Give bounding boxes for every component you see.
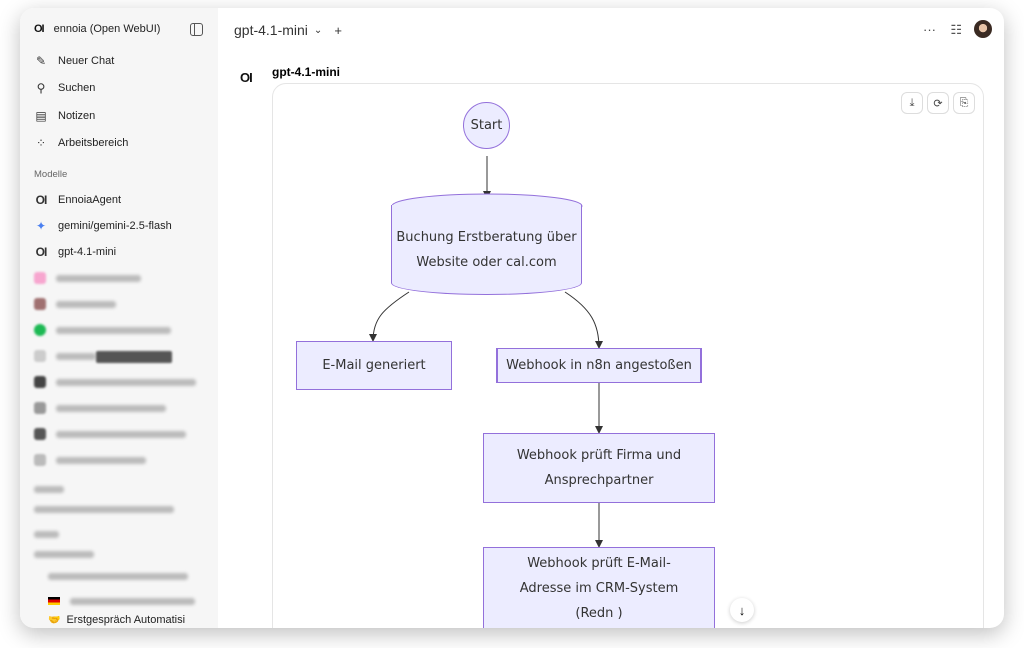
gemini-sparkle-icon: ✦ [35, 219, 47, 233]
app-window: OI ennoia (Open WebUI) ✎ Neuer Chat ⚲ Such… [20, 8, 1004, 628]
controls-sliders-icon[interactable]: ☷ [950, 22, 962, 37]
chat-item-blurred[interactable] [48, 597, 195, 605]
handshake-emoji-icon: 🤝 [48, 614, 61, 626]
model-item-blurred[interactable] [34, 298, 116, 310]
node-label: E-Mail generiert [322, 358, 426, 373]
model-item-blurred[interactable] [34, 402, 166, 414]
model-item[interactable]: OI gpt-4.1-mini [34, 245, 116, 259]
nav-label: Arbeitsbereich [58, 137, 129, 149]
edge [564, 291, 603, 349]
node-email-generated: E-Mail generiert [296, 341, 452, 390]
model-avatar-icon: OI [240, 70, 253, 85]
message-model-name: gpt-4.1-mini [272, 65, 340, 79]
section-header-blurred [34, 531, 59, 538]
node-label: Adresse im CRM-System [519, 581, 679, 596]
more-icon[interactable]: ··· [923, 22, 936, 37]
model-label: gemini/gemini-2.5-flash [58, 220, 172, 232]
download-icon[interactable]: ⤓ [901, 92, 923, 114]
nav-label: Suchen [58, 82, 96, 94]
model-selector[interactable]: gpt-4.1-mini ⌄ + [234, 22, 342, 38]
model-item-blurred[interactable] [34, 454, 146, 466]
search-icon: ⚲ [36, 81, 46, 95]
chevron-down-icon: ⌄ [313, 24, 323, 36]
section-header-blurred [34, 486, 64, 493]
node-label: Start [470, 118, 503, 133]
model-item[interactable]: ✦ gemini/gemini-2.5-flash [34, 219, 172, 233]
node-label: (Redn ) [575, 606, 623, 621]
node-label: Webhook prüft E-Mail- [527, 556, 671, 571]
pencil-square-icon: ✎ [35, 54, 47, 68]
model-item-blurred[interactable] [34, 272, 141, 284]
refresh-icon[interactable]: ⟳ [927, 92, 949, 114]
nav-workspace[interactable]: ⁘ Arbeitsbereich [34, 136, 128, 150]
node-label: Ansprechpartner [544, 473, 654, 488]
node-webhook-triggered: Webhook in n8n angestoßen [496, 348, 702, 383]
nav-label: Notizen [58, 110, 96, 122]
chat-item[interactable]: 🤝 Erstgespräch Automatisi [48, 614, 185, 626]
workspace-header[interactable]: OI ennoia (Open WebUI) [34, 23, 160, 35]
node-label: Webhook prüft Firma und [516, 448, 682, 463]
sidebar: OI ennoia (Open WebUI) ✎ Neuer Chat ⚲ Such… [20, 8, 218, 628]
node-check-email-crm: Webhook prüft E-Mail- Adresse im CRM-Syst… [483, 547, 715, 628]
openwebui-logo-icon: OI [35, 245, 48, 259]
openwebui-logo-icon: OI [35, 193, 48, 207]
tooltip [96, 351, 172, 363]
nav-notes[interactable]: ▤ Notizen [34, 109, 95, 123]
grid-plus-icon: ⁘ [35, 136, 47, 150]
toggle-sidebar-icon[interactable] [190, 23, 203, 36]
model-name: gpt-4.1-mini [234, 22, 308, 38]
edge [369, 291, 410, 342]
models-section-header: Modelle [34, 169, 68, 180]
nav-label: Neuer Chat [58, 55, 115, 67]
folder-item-blurred[interactable] [34, 551, 94, 558]
note-icon: ▤ [35, 109, 47, 123]
model-item-blurred[interactable] [34, 428, 186, 440]
chat-title: Erstgespräch Automatisi [66, 614, 186, 626]
node-label: Webhook in n8n angestoßen [506, 358, 692, 373]
chat-item-blurred[interactable] [48, 573, 188, 580]
openwebui-logo-icon: OI [34, 23, 45, 35]
arrow-down-icon: ↓ [738, 602, 746, 618]
user-avatar[interactable] [974, 20, 992, 38]
node-label: Website oder cal.com [416, 254, 557, 270]
nav-new-chat[interactable]: ✎ Neuer Chat [34, 54, 114, 68]
add-model-icon[interactable]: + [334, 22, 342, 38]
model-item-blurred[interactable] [34, 350, 96, 362]
model-label: gpt-4.1-mini [58, 246, 117, 258]
folder-item-blurred[interactable] [34, 506, 174, 513]
model-item-blurred[interactable] [34, 376, 196, 388]
workspace-name: ennoia (Open WebUI) [53, 23, 161, 35]
model-item[interactable]: OI EnnoiaAgent [34, 193, 121, 207]
model-label: EnnoiaAgent [58, 194, 121, 206]
nav-search[interactable]: ⚲ Suchen [34, 81, 96, 95]
copy-icon[interactable]: ⎘ [953, 92, 975, 114]
node-start: Start [463, 102, 510, 149]
chat-main: gpt-4.1-mini ⌄ + ··· ☷ OI gpt-4.1-mini ⤓ ⟳… [218, 8, 1004, 628]
scroll-down-button[interactable]: ↓ [730, 598, 754, 622]
model-item-blurred[interactable] [34, 324, 171, 336]
node-label: Buchung Erstberatung über [396, 229, 577, 245]
